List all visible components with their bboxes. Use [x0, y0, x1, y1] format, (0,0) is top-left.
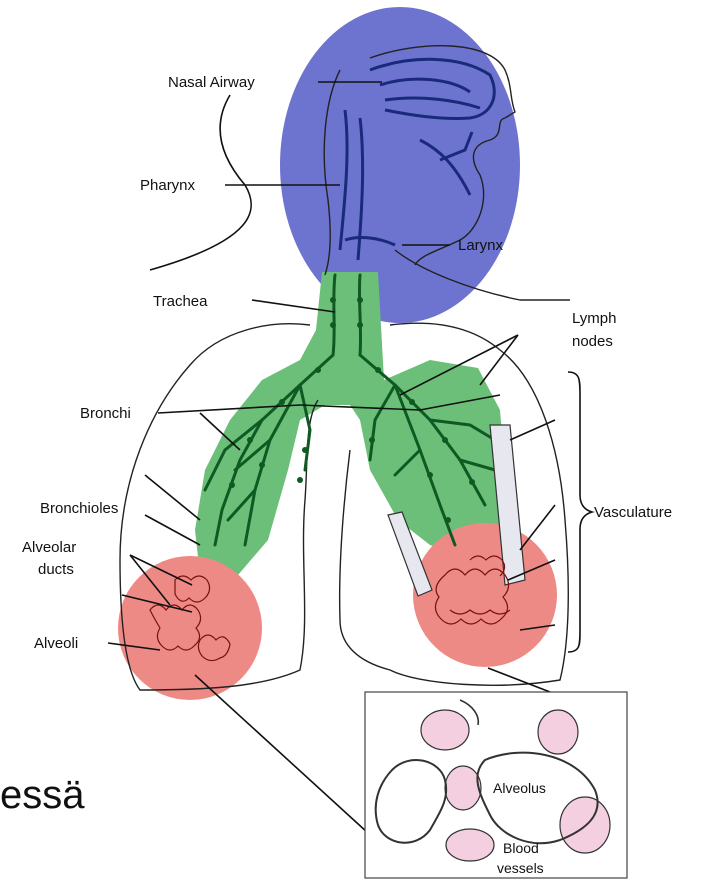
upper-airway-region: [280, 7, 520, 323]
label-trachea: Trachea: [153, 293, 208, 310]
capillary-cell: [446, 829, 494, 861]
label-lymph-nodes-line2: nodes: [572, 333, 613, 350]
inset-label-alveolus: Alveolus: [493, 780, 546, 796]
label-alveolar-ducts-line1: Alveolar: [22, 539, 76, 556]
capillary-cell: [421, 710, 469, 750]
vasculature-bracket: [568, 372, 592, 652]
alveolar-region-left: [118, 556, 262, 700]
inset-label-blood-vessels-line1: Blood: [503, 840, 539, 856]
inset-label-blood-vessels-line2: vessels: [497, 860, 544, 876]
label-lymph-nodes-line1: Lymph: [572, 310, 616, 327]
label-bronchi: Bronchi: [80, 405, 131, 422]
alveolar-region-right: [413, 523, 557, 667]
alveolus-inset: [195, 668, 627, 878]
label-pharynx: Pharynx: [140, 177, 196, 194]
partial-slide-text: essä: [0, 773, 85, 817]
label-vasculature: Vasculature: [594, 504, 672, 521]
label-alveoli: Alveoli: [34, 635, 78, 652]
label-larynx: Larynx: [458, 237, 504, 254]
label-nasal-airway: Nasal Airway: [168, 74, 255, 91]
capillary-cell: [445, 766, 481, 810]
capillary-cell: [538, 710, 578, 754]
label-bronchioles: Bronchioles: [40, 500, 118, 517]
label-alveolar-ducts-line2: ducts: [38, 561, 74, 578]
